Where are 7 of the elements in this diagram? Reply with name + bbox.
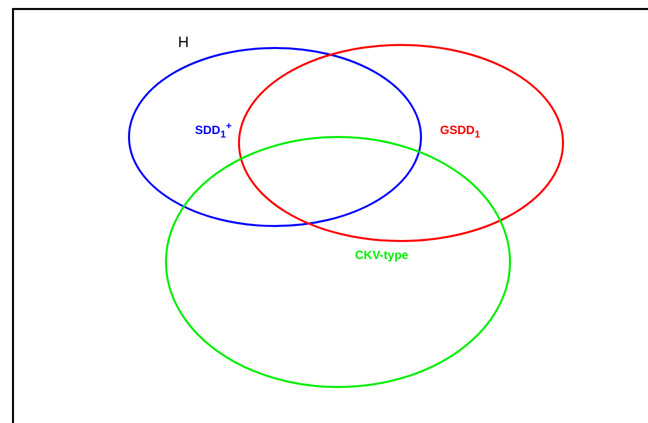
set-label: CKV-type [355, 248, 408, 262]
set-ellipse [165, 136, 511, 388]
universe-label: H [178, 34, 189, 51]
set-label: GSDD$_{1}$ [440, 123, 480, 140]
set-ellipse [128, 47, 422, 227]
set-ellipse [238, 44, 564, 242]
set-frame [12, 8, 648, 423]
